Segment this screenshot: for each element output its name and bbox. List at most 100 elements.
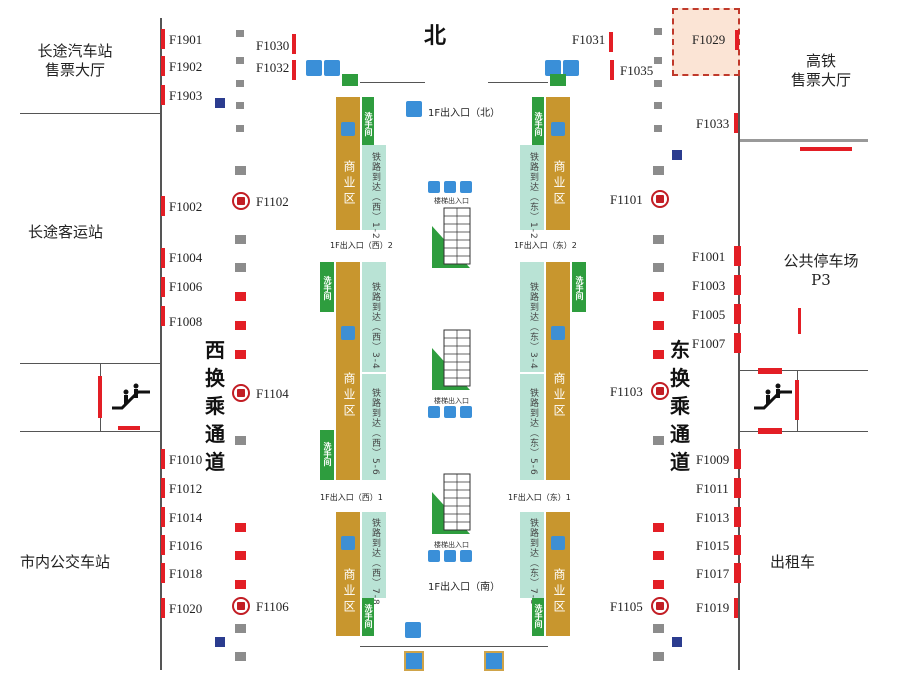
metro-icon — [232, 192, 250, 210]
door-marker — [734, 478, 741, 498]
wash-block — [572, 262, 586, 312]
door-code: F1901 — [169, 32, 203, 47]
exit-door-icon — [404, 651, 424, 671]
door-code: F1019 — [696, 600, 730, 615]
door-code: F1016 — [169, 538, 203, 553]
escalator-icon — [112, 383, 150, 410]
shop-label: 商业区 — [342, 568, 356, 616]
metro-icon — [232, 597, 250, 615]
pillar — [235, 292, 246, 301]
pillar — [236, 30, 244, 37]
pillar — [236, 80, 244, 87]
door-code: F1102 — [256, 194, 289, 209]
door-marker — [734, 333, 741, 353]
door-marker — [734, 507, 741, 527]
door-code: F1001 — [692, 249, 726, 264]
rail-arrival-label: 铁路到达（东）3-4 — [528, 282, 538, 370]
facility-icon — [342, 74, 358, 86]
escalator-icon — [754, 383, 792, 410]
escalator-drawing — [432, 473, 471, 534]
door-marker — [161, 478, 165, 498]
facility-icon — [550, 74, 566, 86]
rail-arrival-block — [520, 374, 544, 480]
door-code: F1104 — [256, 386, 289, 401]
door-marker — [161, 563, 165, 583]
door-marker — [734, 275, 741, 295]
door-code: F1031 — [572, 32, 606, 47]
wash-block — [320, 262, 334, 312]
rail-arrival-block — [520, 512, 544, 598]
north-label: 北 — [424, 24, 447, 49]
door-code: F1017 — [696, 566, 730, 581]
shop-label: 商业区 — [552, 372, 566, 420]
parking-marker — [798, 308, 801, 334]
city-bus-station-label: 市内公交车站 — [20, 553, 111, 571]
door-code: F1020 — [169, 601, 203, 616]
door-marker — [161, 598, 165, 618]
shop-label: 商业区 — [342, 160, 356, 208]
shop-block — [336, 512, 360, 636]
walkway-marker — [758, 368, 782, 374]
exit-south-label: 1F出入口（南） — [428, 582, 501, 593]
escalator-drawing — [432, 207, 471, 268]
facility-icon — [460, 181, 472, 193]
exit-east-1-label: 1F出入口（东）1 — [508, 493, 571, 502]
door-code: F1032 — [256, 60, 290, 75]
wash-label: 洗手间 — [575, 276, 584, 300]
facility-icon — [444, 406, 456, 418]
facility-icon — [545, 60, 561, 76]
pillar — [653, 580, 664, 589]
rail-arrival-block — [362, 145, 386, 230]
door-code: F1103 — [610, 384, 643, 399]
info-icon — [551, 536, 565, 550]
facility-icon — [444, 181, 456, 193]
long-passenger-station-label: 长途客运站 — [28, 223, 104, 241]
wash-label: 洗手间 — [323, 276, 332, 300]
rail-arrival-label: 铁路到达（西）5-6 — [370, 388, 380, 476]
pillar — [653, 551, 664, 560]
facility-icon — [306, 60, 322, 76]
door-code: F1903 — [169, 88, 203, 103]
pillar — [236, 57, 244, 64]
metro-icon — [232, 384, 250, 402]
pillar — [235, 523, 246, 532]
shop-block — [546, 97, 570, 230]
shop-label: 商业区 — [342, 372, 356, 420]
info-icon — [341, 122, 355, 136]
pillar — [235, 551, 246, 560]
pillar — [235, 350, 246, 359]
parking-marker — [800, 147, 852, 151]
door-marker — [734, 246, 741, 266]
hall-top-edge — [360, 82, 425, 83]
escalator-label: 楼梯出入口 — [434, 541, 469, 549]
door-marker — [161, 85, 165, 105]
hall-bottom-edge — [360, 646, 548, 647]
exit-south-icon — [405, 622, 421, 638]
facility-icon — [460, 406, 472, 418]
pillar — [653, 321, 664, 330]
hall-top-edge — [488, 82, 548, 83]
pillar — [235, 436, 246, 445]
rail-arrival-block — [362, 512, 386, 598]
pillar — [235, 263, 246, 272]
rail-arrival-label: 铁路到达（东）1-2 — [528, 152, 538, 240]
pillar — [236, 102, 244, 109]
door-code: F1030 — [256, 38, 290, 53]
shop-block — [546, 262, 570, 480]
info-pointer-icon — [672, 150, 682, 160]
wash-block — [362, 598, 374, 636]
rail-arrival-label: 铁路到达（东）7-8 — [528, 518, 538, 606]
info-icon — [551, 326, 565, 340]
info-icon — [341, 536, 355, 550]
rail-arrival-block — [362, 262, 386, 372]
door-marker — [161, 507, 165, 527]
wash-label: 洗手间 — [323, 442, 332, 466]
pillar — [236, 125, 244, 132]
door-marker — [292, 34, 296, 54]
door-code: F1015 — [696, 538, 730, 553]
pillar — [653, 652, 664, 661]
door-marker — [609, 32, 613, 52]
door-marker — [161, 29, 165, 49]
door-code: F1002 — [169, 199, 203, 214]
exit-north-icon — [406, 101, 422, 117]
